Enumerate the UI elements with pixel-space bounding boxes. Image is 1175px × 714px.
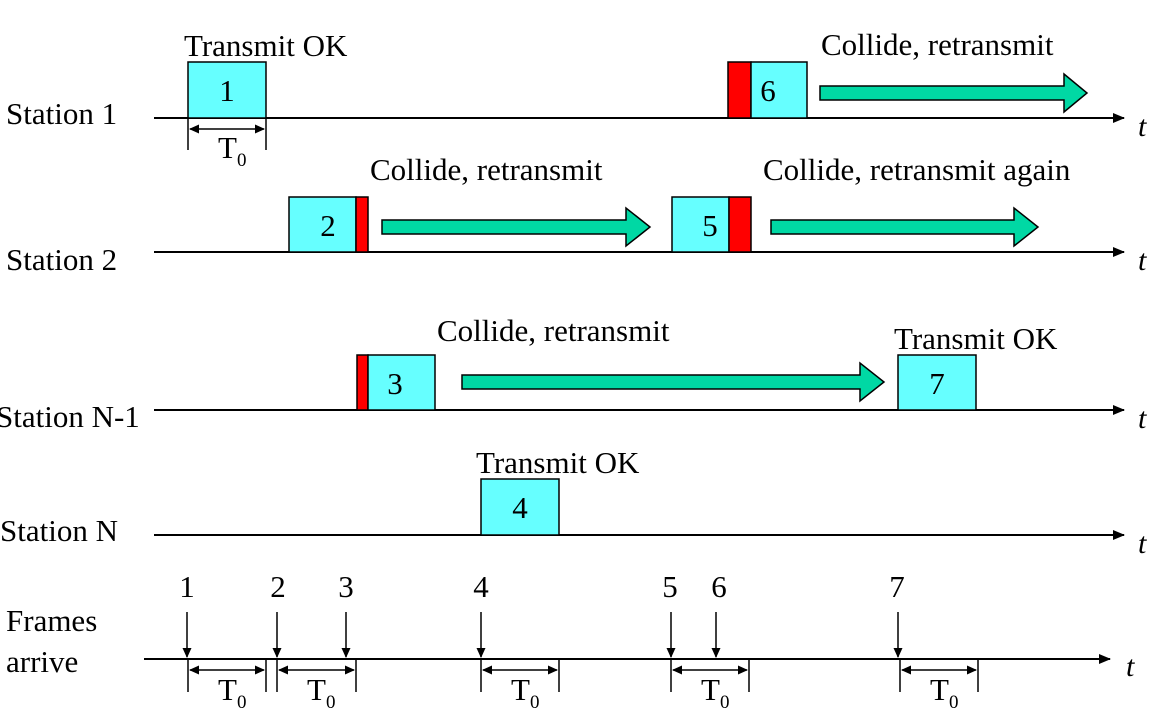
retransmit-arrow-station-1 bbox=[819, 72, 1089, 114]
frames-axis-label: t bbox=[1126, 650, 1135, 683]
arrival-5-t0-interval: T 0 bbox=[670, 659, 750, 713]
arrival-1-t0-subscript: 0 bbox=[237, 692, 247, 713]
collide-retransmit-again-label: Collide, retransmit again bbox=[763, 152, 1071, 187]
frame-6-number: 6 bbox=[760, 73, 776, 108]
frame-3-box bbox=[367, 354, 436, 411]
transmit-ok-label-frame-7: Transmit OK bbox=[894, 321, 1058, 356]
frame-5-number: 5 bbox=[702, 208, 718, 243]
station-1-label: Station 1 bbox=[6, 96, 117, 131]
station-n-1-axis-label: t bbox=[1138, 402, 1147, 435]
collide-retransmit-label-frame-2: Collide, retransmit bbox=[370, 152, 603, 187]
frame-5-box bbox=[671, 196, 730, 253]
frame-2-number: 2 bbox=[320, 208, 336, 243]
arrival-3-number: 3 bbox=[338, 569, 354, 604]
frame-2-collision-marker bbox=[355, 196, 369, 253]
frame-1-box bbox=[187, 61, 267, 119]
station-n-axis-label: t bbox=[1138, 527, 1147, 560]
arrival-1-number: 1 bbox=[179, 569, 195, 604]
arrival-4-t0-symbol: T bbox=[511, 672, 530, 707]
retransmit-arrow-frame-3 bbox=[461, 361, 886, 403]
transmit-ok-label-frame-1: Transmit OK bbox=[184, 28, 348, 63]
frame-7-box bbox=[897, 354, 977, 411]
frame-4-number: 4 bbox=[512, 490, 528, 525]
frame-7-number: 7 bbox=[929, 366, 945, 401]
arrival-7-t0-subscript: 0 bbox=[949, 692, 959, 713]
station-n-1-label: Station N-1 bbox=[0, 399, 140, 434]
station-2-label: Station 2 bbox=[6, 242, 117, 277]
frames-label-line1: Frames bbox=[6, 603, 97, 638]
transmit-ok-label-frame-4: Transmit OK bbox=[476, 445, 640, 480]
frame-3-collision-marker bbox=[356, 354, 369, 411]
arrival-2-t0-subscript: 0 bbox=[326, 692, 336, 713]
collide-retransmit-label-station-1: Collide, retransmit bbox=[821, 27, 1054, 62]
arrival-4-t0-subscript: 0 bbox=[530, 692, 540, 713]
arrival-7-number: 7 bbox=[889, 569, 905, 604]
frame-6-box bbox=[750, 61, 808, 119]
arrival-6-number: 6 bbox=[711, 569, 727, 604]
frame-5-collision-marker bbox=[728, 196, 752, 253]
arrival-5-number: 5 bbox=[662, 569, 678, 604]
station-n-label: Station N bbox=[0, 513, 118, 548]
arrival-7-t0-symbol: T bbox=[930, 672, 949, 707]
arrival-4-t0-interval: T 0 bbox=[480, 659, 560, 713]
arrival-5-t0-symbol: T bbox=[701, 672, 720, 707]
arrival-4-number: 4 bbox=[473, 569, 489, 604]
arrival-1-t0-symbol: T bbox=[218, 672, 237, 707]
arrival-5-t0-subscript: 0 bbox=[720, 692, 730, 713]
frame-3-number: 3 bbox=[387, 366, 403, 401]
arrival-1-t0-interval: T 0 bbox=[187, 659, 267, 713]
arrival-7-t0-interval: T 0 bbox=[899, 659, 979, 713]
arrival-2-t0-symbol: T bbox=[307, 672, 326, 707]
station-1-t0-subscript: 0 bbox=[237, 150, 247, 171]
frames-label-line2: arrive bbox=[6, 644, 78, 679]
retransmit-arrow-frame-5 bbox=[770, 206, 1040, 248]
arrival-2-number: 2 bbox=[270, 569, 286, 604]
retransmit-arrow-frame-2 bbox=[381, 206, 652, 248]
station-1-axis-label: t bbox=[1138, 110, 1147, 143]
frame-4-box bbox=[480, 478, 560, 536]
frame-1-number: 1 bbox=[219, 73, 235, 108]
station-2-axis-label: t bbox=[1138, 244, 1147, 277]
arrival-2-t0-interval: T 0 bbox=[276, 659, 357, 713]
station-1-t0-symbol: T bbox=[218, 130, 237, 165]
collide-retransmit-label-frame-3: Collide, retransmit bbox=[437, 313, 670, 348]
frame-6-collision-marker bbox=[727, 61, 752, 119]
